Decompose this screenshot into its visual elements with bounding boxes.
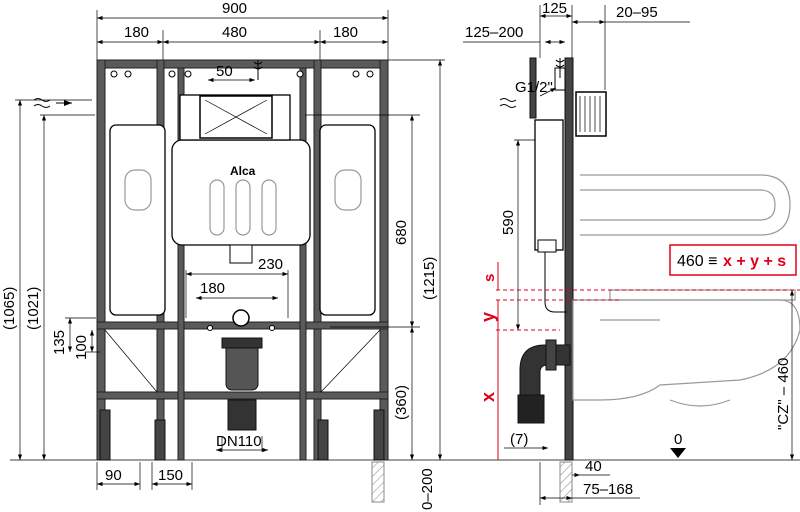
right-slot (334, 169, 362, 211)
height-1021-label: (1021) (25, 287, 42, 330)
label-s: s (481, 274, 498, 282)
dimension-cz: "CZ" – 460 (775, 290, 795, 460)
height-360-label: (360) (393, 385, 410, 420)
middle-section-label: 480 (222, 24, 247, 41)
formula-red: x + y + s (723, 253, 786, 270)
dimension-sections: 180 480 180 (97, 24, 388, 62)
dimension-feet: 90 150 0–200 (96, 461, 436, 510)
side-inlet: G1/2" (499, 58, 566, 108)
dimension-inlet: 50 (208, 60, 263, 83)
cistern-side (534, 119, 564, 251)
floor-zero-label: 0 (674, 431, 682, 448)
drain-elbow (517, 339, 571, 424)
label-x: x (478, 392, 498, 402)
dimension-overall-width: 900 (96, 0, 389, 60)
cistern: Alca (171, 94, 311, 264)
drain-pipe: DN110 (216, 337, 268, 453)
dimension-bolts: 230 180 (185, 256, 289, 331)
side-top-125-label: 125 (542, 0, 567, 17)
cz-label: "CZ" – 460 (775, 358, 792, 430)
dim-180-label: 180 (200, 280, 225, 297)
dim-230-label: 230 (258, 256, 283, 273)
label-y: y (478, 312, 498, 322)
foot-90-label: 90 (105, 467, 122, 484)
left-panel (109, 124, 166, 316)
dim-100-label: 100 (73, 335, 90, 360)
water-inlet-icon (253, 60, 263, 80)
side-bracket (529, 57, 537, 119)
flush-pipe-outlet (232, 309, 250, 327)
overall-width-label: 900 (222, 0, 247, 17)
toilet-bowl-ghost (572, 289, 800, 407)
right-panel (319, 124, 376, 316)
foot-150-label: 150 (158, 467, 183, 484)
side-water-arrow-icon (499, 98, 517, 108)
height-590-label: 590 (500, 210, 517, 235)
dimension-side-top: 125 20–95 125–200 (463, 0, 690, 90)
height-1215-label: (1215) (421, 257, 438, 300)
flush-pipe-side (544, 252, 567, 313)
grab-rail-ghost (580, 174, 791, 236)
formula-prefix: 460 ≡ (677, 253, 717, 270)
dim-75-168-label: 75–168 (583, 481, 633, 498)
flush-plate-lines (579, 96, 601, 132)
thread-label: G1/2" (515, 79, 553, 96)
side-frame (564, 57, 574, 461)
left-section-label: 180 (124, 24, 149, 41)
right-section-label: 180 (333, 24, 358, 41)
flush-plate-side (575, 91, 607, 137)
dim-7-label: (7) (510, 431, 528, 448)
dimension-right-heights: (1215) 680 (360) (305, 59, 445, 460)
left-slot (124, 169, 152, 211)
foot-adjust-label: 0–200 (419, 468, 436, 510)
height-680-label: 680 (393, 220, 410, 245)
inlet-offset-label: 50 (216, 63, 233, 80)
dimension-side-bottom: (7) 40 75–168 (504, 431, 640, 505)
dn-label: DN110 (216, 433, 262, 450)
dimension-left-heights: (1065) (1021) 135 100 (1, 99, 100, 460)
dim-135-label: 135 (51, 330, 68, 355)
dim-40-label: 40 (585, 458, 602, 475)
side-top-125-200-label: 125–200 (465, 24, 523, 41)
brand-logo: Alca (230, 164, 256, 178)
floor-zero-marker: 0 (670, 431, 686, 458)
height-1065-label: (1065) (1, 287, 18, 330)
side-view: 125 20–95 125–200 G1/2" (463, 0, 800, 505)
red-dimensions: s y x (478, 262, 800, 460)
formula-box: 460 ≡ x + y + s (669, 244, 797, 276)
side-top-20-95-label: 20–95 (616, 4, 658, 21)
